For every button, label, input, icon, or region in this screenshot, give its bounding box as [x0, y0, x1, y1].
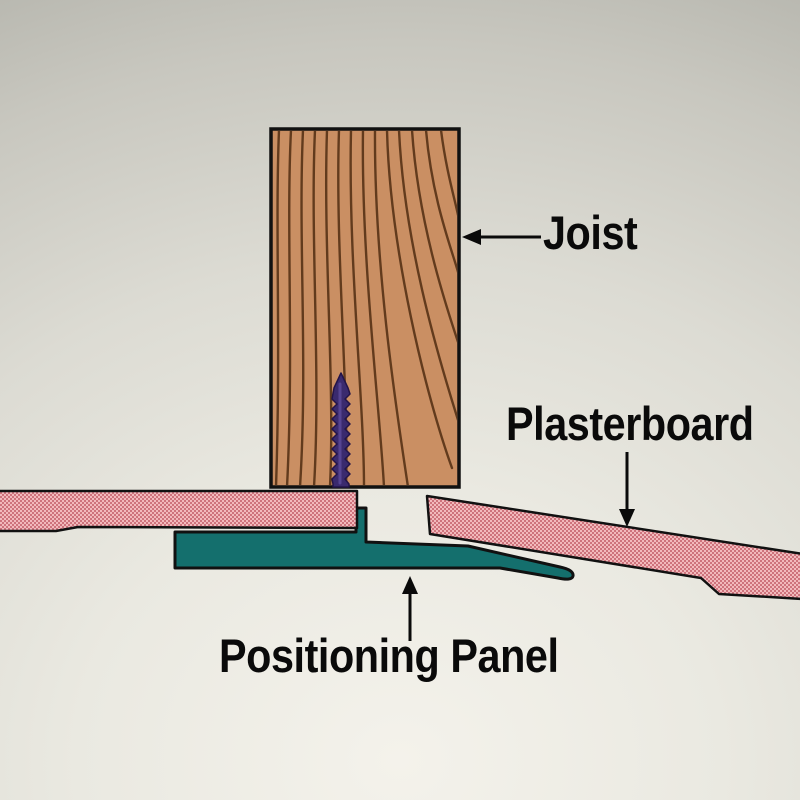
plasterboard-arrowhead-icon	[619, 509, 635, 527]
plasterboard-arrow	[619, 452, 635, 527]
joist-arrowhead-icon	[462, 229, 481, 245]
screw	[331, 372, 351, 488]
positioning-panel-arrow	[402, 576, 418, 641]
positioning-panel-label: Positioning Panel	[219, 629, 559, 682]
positioning-panel-shape	[173, 506, 575, 581]
joist-arrow	[462, 229, 541, 245]
plasterboard-right-shape	[425, 494, 800, 601]
plasterboard-label: Plasterboard	[506, 397, 754, 450]
wood-grain	[274, 131, 457, 485]
plasterboard-left-shape	[0, 489, 359, 533]
joist-label: Joist	[543, 206, 638, 259]
positioning-panel-arrowhead-icon	[402, 576, 418, 594]
joist-shape	[269, 127, 461, 489]
